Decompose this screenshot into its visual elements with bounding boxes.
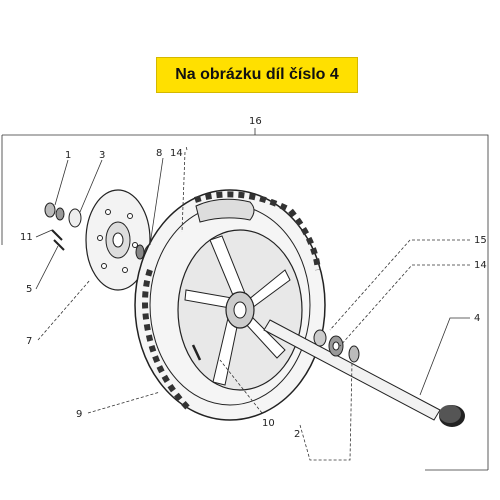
callout-9: 9 bbox=[76, 409, 82, 420]
right-spacers bbox=[313, 329, 360, 363]
left-bolts bbox=[44, 202, 82, 251]
callout-7: 7 bbox=[26, 336, 32, 347]
callout-8: 8 bbox=[156, 148, 162, 159]
callout-3: 3 bbox=[99, 150, 105, 161]
assembly-bracket bbox=[1, 134, 489, 471]
callout-14-left: 14 bbox=[170, 148, 183, 159]
callout-14-right: 14 bbox=[474, 260, 487, 271]
callout-2: 2 bbox=[294, 429, 300, 440]
callout-11: 11 bbox=[20, 232, 33, 243]
brake-disc bbox=[85, 189, 151, 291]
leader-lines bbox=[35, 145, 470, 461]
callout-1: 1 bbox=[65, 150, 71, 161]
callout-15: 15 bbox=[474, 235, 487, 246]
callout-16: 16 bbox=[249, 116, 262, 127]
callout-5: 5 bbox=[26, 284, 32, 295]
wheel-assembly bbox=[134, 189, 326, 421]
part-number-banner: Na obrázku díl číslo 4 bbox=[156, 57, 358, 93]
callout-4: 4 bbox=[474, 313, 480, 324]
callout-10: 10 bbox=[262, 418, 275, 429]
banner-text: Na obrázku díl číslo 4 bbox=[175, 66, 339, 83]
